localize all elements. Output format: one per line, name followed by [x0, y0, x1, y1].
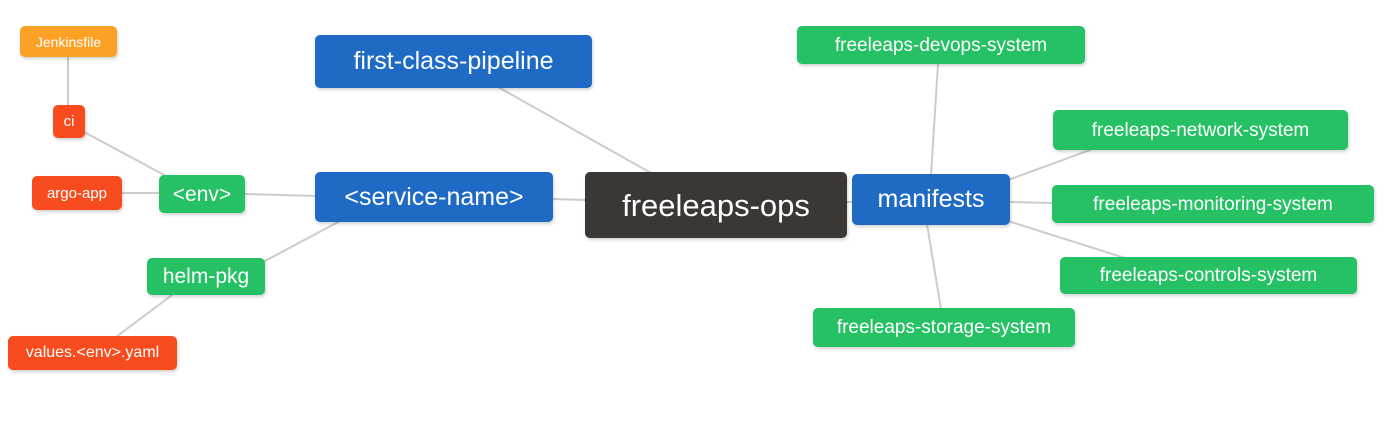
node-label: freeleaps-monitoring-system: [1093, 193, 1333, 215]
node-freeleaps-ops[interactable]: freeleaps-ops: [585, 172, 847, 238]
node-devops-system[interactable]: freeleaps-devops-system: [797, 26, 1085, 64]
node-label: <env>: [172, 182, 232, 206]
edge-manifests-to-storage-system: [926, 223, 942, 310]
node-label: manifests: [877, 185, 985, 213]
node-monitoring-system[interactable]: freeleaps-monitoring-system: [1052, 185, 1374, 223]
node-label: argo-app: [46, 184, 108, 202]
node-label: freeleaps-network-system: [1091, 119, 1310, 141]
edge-service-name-to-freeleaps-ops: [551, 198, 587, 201]
edge-manifests-to-controls-system: [1007, 220, 1126, 259]
node-ci[interactable]: ci: [53, 105, 85, 138]
node-controls-system[interactable]: freeleaps-controls-system: [1060, 257, 1357, 294]
node-label: freeleaps-ops: [622, 187, 810, 223]
node-label: ci: [63, 113, 75, 130]
node-first-class-pipeline[interactable]: first-class-pipeline: [315, 35, 592, 88]
node-label: freeleaps-storage-system: [836, 317, 1052, 338]
edge-helm-pkg-to-service-name: [262, 220, 341, 263]
edge-manifests-to-network-system: [1007, 149, 1091, 181]
node-label: freeleaps-controls-system: [1099, 265, 1318, 286]
node-helm-pkg[interactable]: helm-pkg: [147, 258, 265, 295]
node-label: helm-pkg: [162, 265, 250, 288]
edge-values-env-yaml-to-helm-pkg: [115, 294, 173, 338]
node-manifests[interactable]: manifests: [852, 174, 1010, 225]
node-storage-system[interactable]: freeleaps-storage-system: [813, 308, 1075, 347]
node-service-name[interactable]: <service-name>: [315, 172, 553, 222]
edge-ci-to-env: [83, 131, 169, 178]
node-jenkinsfile[interactable]: Jenkinsfile: [20, 26, 117, 57]
node-values-env-yaml[interactable]: values.<env>.yaml: [8, 336, 177, 370]
node-network-system[interactable]: freeleaps-network-system: [1053, 110, 1348, 150]
node-label: Jenkinsfile: [35, 33, 102, 50]
node-label: values.<env>.yaml: [25, 344, 160, 361]
node-label: freeleaps-devops-system: [834, 34, 1048, 56]
node-env[interactable]: <env>: [159, 175, 245, 213]
node-label: <service-name>: [344, 182, 524, 211]
node-label: first-class-pipeline: [353, 47, 554, 75]
node-argo-app[interactable]: argo-app: [32, 176, 122, 210]
edge-manifests-to-monitoring-system: [1008, 201, 1054, 204]
edge-manifests-to-devops-system: [930, 63, 939, 176]
edge-env-to-service-name: [243, 193, 317, 197]
edge-first-class-pipeline-to-freeleaps-ops: [497, 86, 652, 174]
